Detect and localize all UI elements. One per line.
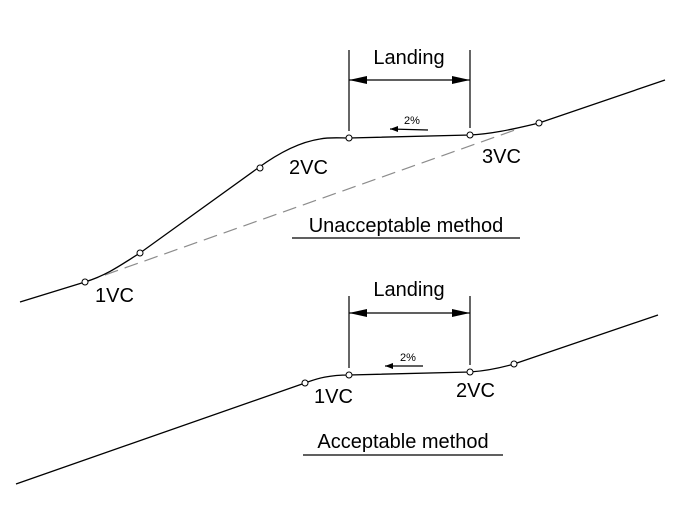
bottom-diagram: Landing 2% 1VC 2VC Acceptable method xyxy=(15,279,659,485)
top-vc-label-3: 3VC xyxy=(482,146,521,168)
top-node-3 xyxy=(256,164,264,172)
bottom-caption: Acceptable method xyxy=(317,431,488,453)
top-node-5 xyxy=(466,131,474,139)
top-caption: Unacceptable method xyxy=(309,215,504,237)
bottom-slope-arrowhead xyxy=(385,363,393,369)
bottom-slope-label: 2% xyxy=(400,352,416,364)
top-original-grade-dashed-line xyxy=(84,129,516,283)
bottom-landing-label: Landing xyxy=(373,279,444,301)
bottom-vc-label-2: 2VC xyxy=(456,380,495,402)
bottom-node-4 xyxy=(510,360,518,368)
top-landing-arrowhead-left xyxy=(349,76,367,84)
top-profile-line xyxy=(19,79,666,303)
top-landing-label: Landing xyxy=(373,47,444,69)
bottom-node-2 xyxy=(345,371,353,379)
bottom-landing-arrowhead-right xyxy=(452,309,470,317)
top-node-2 xyxy=(136,249,144,257)
top-node-6 xyxy=(535,119,543,127)
top-diagram: Landing 2% 1VC 2VC 3VC Unacceptable meth… xyxy=(19,47,666,307)
top-landing-arrowhead-right xyxy=(452,76,470,84)
bottom-node-3 xyxy=(466,368,474,376)
top-slope-arrowhead xyxy=(390,126,398,132)
bottom-vc-label-1: 1VC xyxy=(314,386,353,408)
bottom-landing-arrowhead-left xyxy=(349,309,367,317)
top-vc-label-2: 2VC xyxy=(289,157,328,179)
top-node-4 xyxy=(345,134,353,142)
bottom-profile-line xyxy=(15,314,659,485)
top-slope-label: 2% xyxy=(404,115,420,127)
bottom-node-1 xyxy=(301,379,309,387)
top-node-1 xyxy=(81,278,89,286)
top-vc-label-1: 1VC xyxy=(95,285,134,307)
